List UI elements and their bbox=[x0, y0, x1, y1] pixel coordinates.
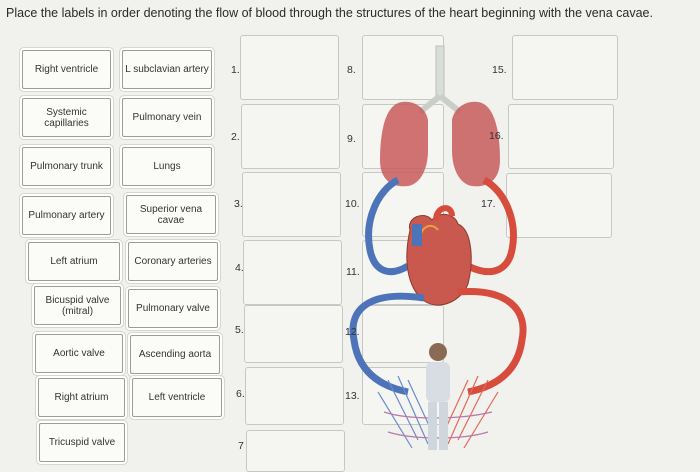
slot-number-3: 3. bbox=[234, 198, 243, 210]
person-head-shape bbox=[429, 343, 447, 361]
label-right-ventricle[interactable]: Right ventricle bbox=[22, 50, 111, 89]
bronchi-shape bbox=[418, 93, 462, 115]
label-ascending-aorta[interactable]: Ascending aorta bbox=[130, 335, 220, 374]
drop-slot-8[interactable] bbox=[362, 35, 444, 100]
label-lungs[interactable]: Lungs bbox=[122, 147, 212, 186]
person-body-shape bbox=[426, 362, 450, 402]
slot-number-6: 6. bbox=[236, 388, 245, 400]
heart-shape bbox=[406, 214, 472, 306]
circulation-diagram bbox=[349, 45, 527, 450]
vena-cava-shape bbox=[412, 224, 422, 246]
label-pulmonary-artery[interactable]: Pulmonary artery bbox=[22, 196, 111, 235]
aorta-shape bbox=[433, 205, 455, 221]
drop-slot-7[interactable] bbox=[246, 430, 345, 472]
person-right-leg-shape bbox=[439, 402, 448, 450]
pulmonary-vein-vessel bbox=[466, 176, 517, 276]
drop-slot-16[interactable] bbox=[508, 104, 614, 169]
label-pulmonary-vein[interactable]: Pulmonary vein bbox=[122, 98, 212, 137]
slot-number-13: 13. bbox=[345, 390, 360, 402]
label-coronary-arteries[interactable]: Coronary arteries bbox=[128, 242, 218, 281]
slot-number-17: 17. bbox=[481, 198, 496, 210]
slot-number-1: 1. bbox=[231, 64, 240, 76]
slot-number-16: 16. bbox=[489, 130, 504, 142]
systemic-artery-vessel bbox=[457, 288, 527, 396]
label-tricuspid-valve[interactable]: Tricuspid valve bbox=[39, 423, 125, 462]
label-bicuspid-valve[interactable]: Bicuspid valve (mitral) bbox=[34, 286, 121, 325]
label-l-subclavian-artery[interactable]: L subclavian artery bbox=[122, 50, 212, 89]
slot-number-2: 2. bbox=[231, 131, 240, 143]
slot-number-9: 9. bbox=[347, 133, 356, 145]
person-left-leg-shape bbox=[428, 402, 437, 450]
label-systemic-capillaries[interactable]: Systemic capillaries bbox=[22, 98, 111, 137]
right-lung-shape bbox=[452, 101, 500, 187]
label-right-atrium[interactable]: Right atrium bbox=[38, 378, 125, 417]
trachea-shape bbox=[435, 45, 445, 99]
slot-number-12: 12. bbox=[345, 326, 360, 338]
slot-number-7: 7 bbox=[238, 440, 244, 452]
slot-number-15: 15. bbox=[492, 64, 507, 76]
label-left-ventricle[interactable]: Left ventricle bbox=[132, 378, 222, 417]
left-lung-shape bbox=[380, 101, 428, 187]
systemic-capillaries-shape bbox=[377, 375, 499, 449]
label-pulmonary-valve[interactable]: Pulmonary valve bbox=[128, 289, 218, 328]
label-aortic-valve[interactable]: Aortic valve bbox=[35, 334, 123, 373]
label-pulmonary-trunk[interactable]: Pulmonary trunk bbox=[22, 147, 111, 186]
slot-number-11: 11. bbox=[346, 266, 360, 278]
drop-slot-4[interactable] bbox=[243, 240, 342, 305]
systemic-vein-vessel bbox=[349, 292, 425, 396]
slot-number-5: 5. bbox=[235, 324, 244, 336]
slot-number-4: 4. bbox=[235, 262, 244, 274]
drop-slot-15[interactable] bbox=[512, 35, 618, 100]
drop-slot-1[interactable] bbox=[240, 35, 339, 100]
label-left-atrium[interactable]: Left atrium bbox=[28, 242, 120, 281]
slot-number-10: 10. bbox=[345, 198, 360, 210]
drop-slot-3[interactable] bbox=[242, 172, 341, 237]
drop-slot-2[interactable] bbox=[241, 104, 340, 169]
slot-number-8: 8. bbox=[347, 64, 356, 76]
instruction-text: Place the labels in order denoting the f… bbox=[6, 6, 653, 20]
label-superior-vena-cavae[interactable]: Superior vena cavae bbox=[126, 195, 216, 234]
drop-slot-6[interactable] bbox=[245, 367, 344, 425]
drop-slot-5[interactable] bbox=[244, 305, 343, 363]
pulmonary-artery-vessel bbox=[365, 176, 410, 275]
